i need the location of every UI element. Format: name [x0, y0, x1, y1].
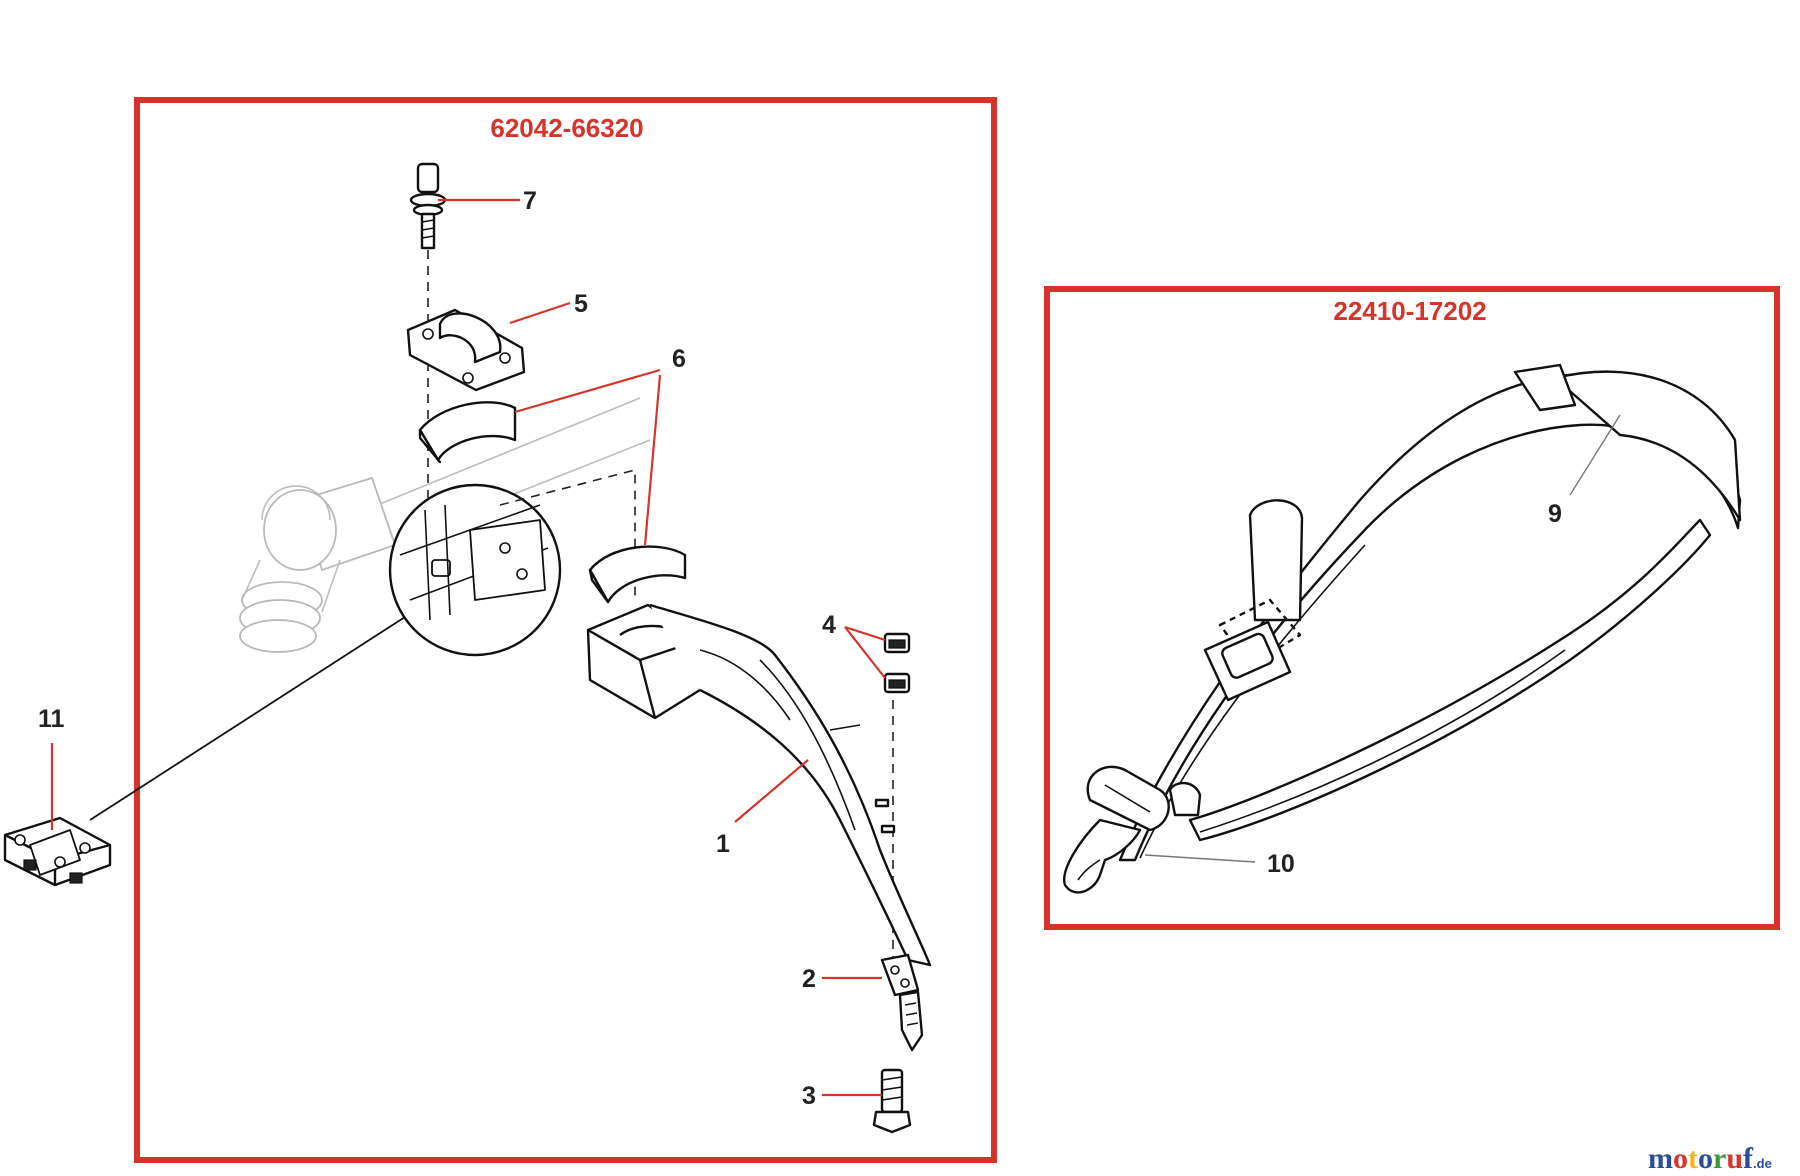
callout-2: 2 — [802, 965, 816, 993]
callout-4: 4 — [822, 611, 836, 639]
logo-letter: r — [1713, 1142, 1726, 1175]
svg-text:motoruf.de: motoruf.de — [1648, 1142, 1772, 1175]
leader-1 — [734, 759, 809, 823]
trimmer-shaft-ghost — [239, 397, 651, 653]
part-1-guard — [586, 603, 932, 967]
logo-suffix: .de — [1753, 1156, 1772, 1171]
leader-4-lower — [844, 626, 886, 679]
detail-magnifier — [388, 483, 562, 657]
kit-frame-guard — [134, 97, 997, 1163]
callout-6: 6 — [672, 345, 686, 373]
logo-letter: m — [1648, 1142, 1673, 1175]
kit-number-strap: 22410-17202 — [1333, 296, 1486, 326]
part-6-pad-upper — [418, 401, 517, 464]
part-11-bracket — [3, 816, 112, 887]
callout-11: 11 — [38, 705, 65, 733]
leader-6-lower — [643, 374, 662, 546]
part-4-nut-upper — [883, 632, 911, 654]
logo-letter: u — [1726, 1142, 1743, 1175]
magnifier-leader — [89, 616, 406, 821]
callout-10: 10 — [1267, 850, 1295, 878]
leader-5 — [509, 301, 571, 325]
leader-10 — [1144, 854, 1256, 863]
callout-5: 5 — [574, 290, 588, 318]
callout-7: 7 — [523, 187, 537, 215]
part-4-nut-lower — [883, 672, 911, 694]
part-2-blade — [880, 953, 924, 1052]
motoruf-logo: motoruf.de — [1648, 1142, 1772, 1175]
callout-1: 1 — [716, 830, 730, 858]
callout-9: 9 — [1548, 500, 1562, 528]
logo-letter: t — [1688, 1142, 1698, 1175]
logo-letter: f — [1743, 1142, 1754, 1175]
part-6-pad-lower — [588, 545, 687, 604]
callout-3: 3 — [802, 1082, 816, 1110]
leader-6-upper — [514, 368, 661, 414]
logo-letter: o — [1698, 1142, 1713, 1175]
part-9-strap — [1118, 363, 1742, 862]
part-5-clamp — [406, 308, 526, 392]
part-7-bolt — [409, 162, 447, 250]
part-3-screw — [872, 1068, 912, 1134]
kit-number-guard: 62042-66320 — [490, 113, 643, 143]
logo-letter: o — [1673, 1142, 1688, 1175]
kit-frame-strap — [1044, 286, 1780, 930]
leader-9 — [1569, 414, 1621, 496]
leader-4-upper — [844, 625, 886, 642]
part-10-snap-hook — [1063, 765, 1202, 894]
